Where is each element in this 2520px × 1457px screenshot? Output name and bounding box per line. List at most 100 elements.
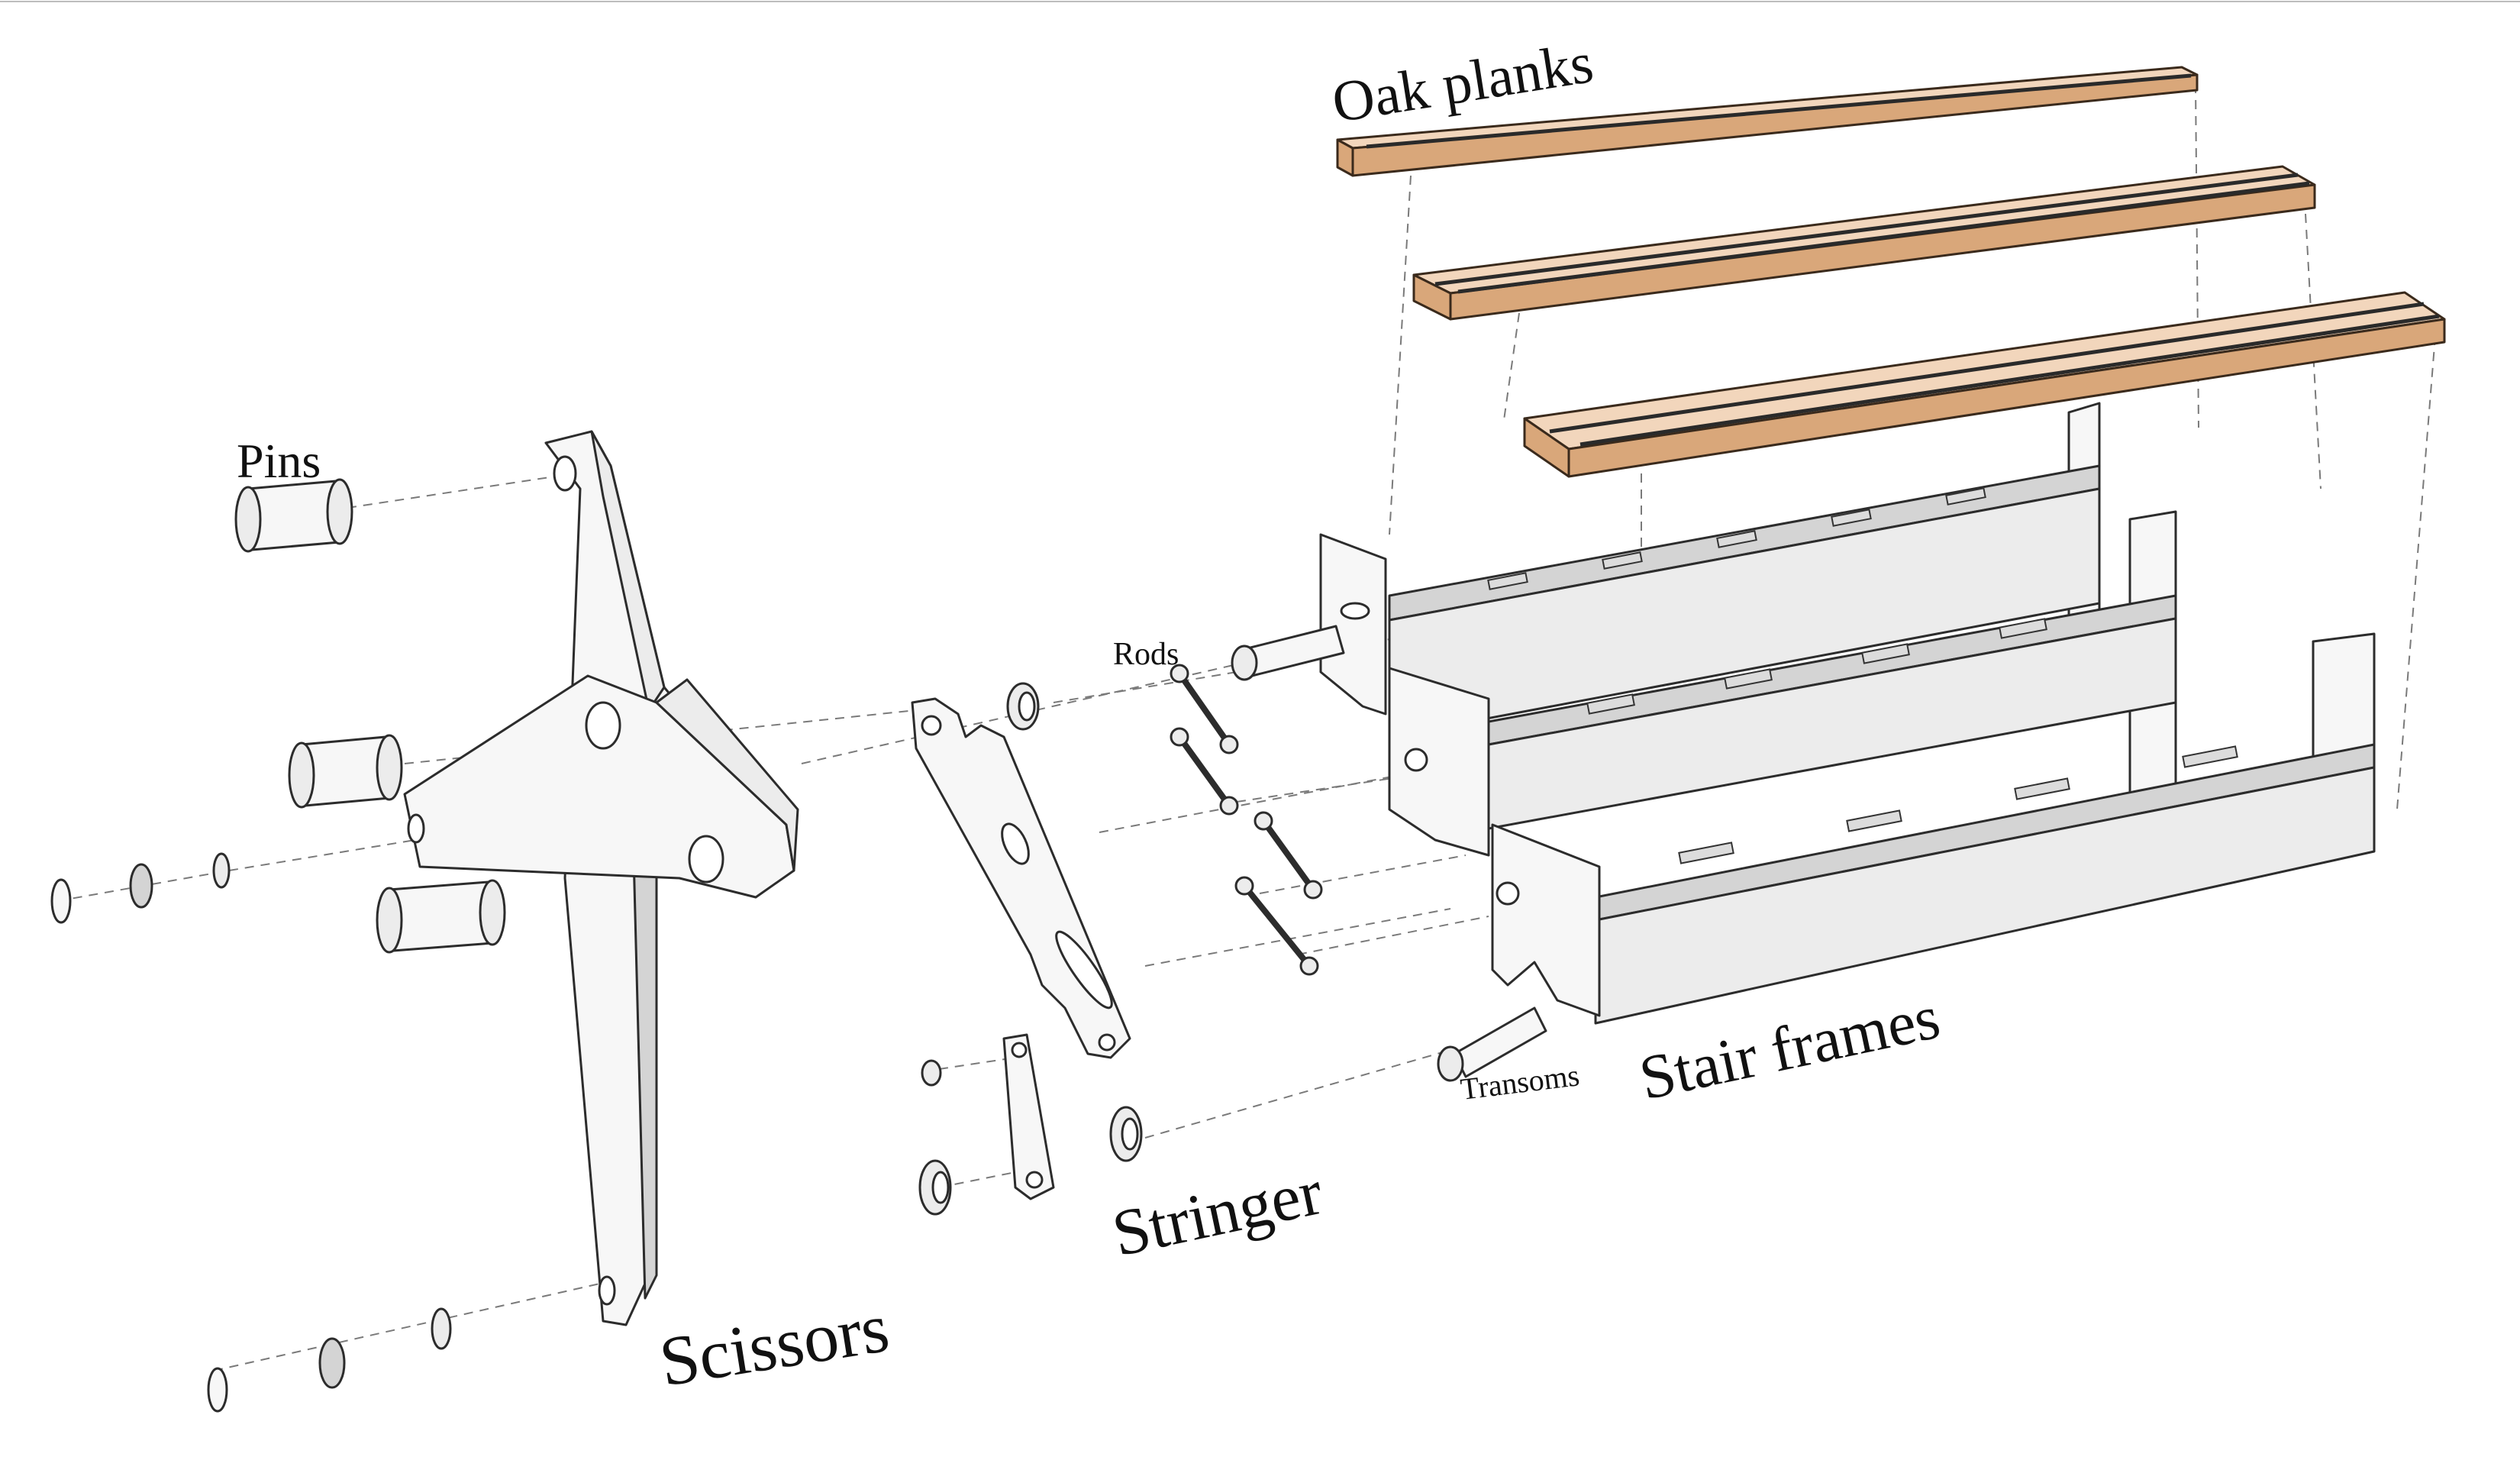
rod-end — [1219, 796, 1239, 816]
oak-plank-top — [1523, 291, 2446, 451]
stringer-bolt — [921, 1059, 942, 1087]
scissors-hole — [407, 813, 425, 844]
stair-frame-slat — [1678, 842, 1734, 864]
rod-end — [1219, 735, 1239, 754]
rod — [1170, 727, 1239, 816]
pin-body — [388, 880, 494, 952]
guide-line — [1099, 770, 1421, 833]
stair-frame-slat — [1945, 487, 1986, 506]
guide-line — [1503, 312, 1520, 421]
label-oak-planks: Oak planks — [1328, 31, 1598, 135]
oak-planks-group — [1336, 66, 2446, 478]
pin — [376, 879, 506, 954]
oak-plank — [1412, 165, 2316, 321]
guide-line — [1144, 1049, 1451, 1139]
guide-line — [1144, 908, 1451, 967]
guide-line — [2396, 335, 2436, 810]
label-stringer: Stringer — [1106, 1155, 1328, 1271]
guide-line — [1389, 175, 1412, 535]
stair-frame-slat — [2182, 745, 2238, 768]
oak-plank-groove — [1434, 173, 2299, 286]
rod-shaft — [1176, 735, 1232, 808]
stair-frame-end-plate — [1388, 667, 1490, 857]
guide-line — [1259, 854, 1467, 894]
hardware-group — [50, 852, 452, 1413]
stair-frame-slot-hole — [1340, 602, 1370, 620]
stringer-bushing-hole — [931, 1171, 950, 1204]
guide-line — [1053, 671, 1237, 703]
stair-frame-bolt-hole — [1496, 881, 1520, 906]
washer — [212, 852, 231, 889]
oak-plank-groove — [1579, 314, 2440, 447]
rod-end — [1170, 727, 1189, 747]
stringer-link — [1002, 1033, 1055, 1200]
rod — [1254, 811, 1323, 900]
rod — [1170, 664, 1239, 754]
pin-end — [376, 734, 403, 801]
rods-group — [1170, 664, 1323, 976]
rod-shaft — [1176, 671, 1232, 747]
stringer-slot — [1055, 930, 1113, 1010]
stair-frame-bolt-hole — [1404, 748, 1428, 772]
stair-frame-slat — [1846, 809, 1902, 832]
stair-frame-slat — [1602, 551, 1643, 570]
rod-end — [1170, 664, 1189, 683]
pins-group — [234, 478, 506, 954]
stringer-bushing-hole — [1121, 1117, 1139, 1151]
oak-plank-groove — [1366, 73, 2192, 149]
rod-end — [1299, 956, 1319, 976]
stair-frame-slat — [2014, 777, 2070, 800]
pin — [288, 734, 403, 809]
pin-end — [234, 486, 262, 553]
pin-end — [288, 741, 315, 809]
pin-end — [326, 478, 353, 545]
stringer-link-hole — [1011, 1042, 1028, 1058]
stringer-hole — [921, 715, 942, 736]
oak-plank-groove — [1549, 302, 2425, 434]
scissors-arm-side — [590, 430, 666, 712]
guide-line — [938, 1171, 1016, 1188]
rod-end — [1303, 880, 1323, 900]
stair-frame-slat — [1586, 693, 1635, 715]
scissors-hole — [585, 701, 621, 750]
guide-line — [347, 477, 550, 509]
label-scissors: Scissors — [654, 1288, 894, 1401]
stair-frame-end-plate — [1491, 823, 1601, 1017]
stringer-hole — [1098, 1033, 1116, 1052]
transom-end-cap — [1437, 1045, 1464, 1082]
pin-body — [247, 480, 341, 551]
stringer-link-hole — [1025, 1171, 1044, 1189]
pin — [234, 478, 353, 553]
stair-frames-group — [1319, 402, 2376, 1025]
transoms-group — [1231, 625, 1547, 1082]
gear-washer — [129, 863, 153, 909]
stringer-group — [911, 682, 1143, 1216]
stair-frame-slat — [1716, 530, 1757, 548]
transom-end-cap — [1231, 645, 1258, 681]
guide-line — [213, 1282, 604, 1371]
guide-line — [2305, 213, 2322, 489]
stringer-slot — [1001, 822, 1030, 865]
transom — [1231, 625, 1345, 681]
guide-line — [938, 1057, 1016, 1070]
pin-end — [479, 879, 506, 946]
label-rods: Rods — [1113, 637, 1179, 672]
stair-frame-slat — [1999, 618, 2047, 639]
rod-end — [1234, 876, 1254, 896]
oak-plank-groove — [1457, 181, 2310, 294]
guide-line — [1297, 916, 1489, 955]
stair-frame-slat — [1831, 509, 1872, 527]
rod-shaft — [1260, 819, 1316, 892]
stair-frame-slat — [1724, 668, 1773, 690]
scissors-plate-side — [655, 678, 799, 872]
oak-plank-front — [1449, 183, 2316, 321]
rod-end — [1254, 811, 1273, 831]
scissors-hole — [598, 1275, 616, 1306]
oak-plank — [1523, 291, 2446, 478]
oak-plank — [1336, 66, 2199, 177]
rod-shaft — [1241, 884, 1312, 968]
scissors-group — [403, 430, 799, 1326]
rod — [1234, 876, 1319, 976]
stringer-bushing-hole — [1018, 691, 1036, 722]
